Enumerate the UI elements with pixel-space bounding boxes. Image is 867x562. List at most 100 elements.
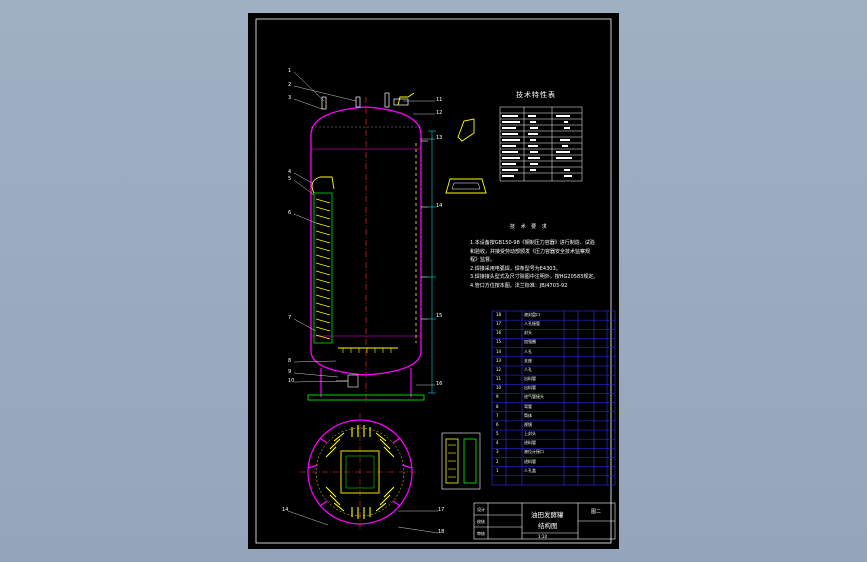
manhole-top [397,92,415,106]
detail-b [445,178,487,194]
part-name: 液封盘口 [524,312,540,317]
tb-label-3: 审核 [477,531,485,536]
part-number: 14 [496,348,502,354]
parts-row: 13 支座 [492,357,615,366]
callout-15: 15 [436,313,443,319]
detail-c [441,432,481,490]
part-number: 13 [496,357,502,363]
callout-3: 3 [288,95,292,101]
part-name: 筒体 [524,412,532,418]
part-number: 8 [496,403,499,409]
parts-row: 3 液位计接口 [492,448,615,457]
part-number: 10 [496,385,502,391]
part-name: 进气管接头 [524,394,544,400]
part-name: 加强圈 [524,339,536,345]
vessel-shell [310,106,422,376]
tb-label-2: 校核 [477,519,485,524]
part-number: 4 [496,440,499,446]
coil-bundle [313,192,333,344]
part-name: 人孔 [524,366,532,372]
part-number: 17 [496,321,502,327]
parts-row: 1 人孔盖 [492,467,615,476]
leaders [293,71,435,386]
nozzle-3 [384,92,390,108]
plan-coils [325,425,395,519]
parts-row: 8 弯管 [492,403,615,412]
parts-row: 7 筒体 [492,412,615,421]
spec-table-title: 技术特性表 [516,91,556,99]
nozzle-1 [321,96,327,110]
detail-views [441,118,487,490]
part-name: 进料管 [524,458,536,464]
part-name: 出料管 [524,385,536,391]
callout-17: 17 [438,507,445,513]
callout-10: 10 [288,378,295,384]
callout-5: 5 [288,176,292,182]
part-number: 5 [496,431,499,437]
callout-6: 6 [288,210,292,216]
callout-16: 16 [436,381,443,387]
callout-1: 1 [288,68,292,74]
note-line: 1.本设备按GB150-98《钢制压力容器》进行制造、试验 [470,240,595,246]
parts-row: 11 出料管 [492,375,615,384]
detail-a [457,118,475,142]
parts-row: 10 出料管 [492,384,615,393]
part-name: 人孔 [524,348,532,354]
note-line: 和验收，并接受劳动部颁发《压力容器安全技术监察规 [470,248,591,255]
part-name: 出料管 [524,376,536,382]
callout-12: 12 [436,110,443,116]
note-line: 程》监督。 [470,257,496,263]
nozzle-2 [355,96,361,108]
part-name: 弯管 [524,403,532,409]
note-line: 4.管口方位按本图。法兰标准：JB/4703-92 [470,282,568,289]
part-number: 18 [496,312,502,317]
parts-row: 18 液封盘口 [492,311,615,320]
part-name: 支座 [524,357,532,363]
part-name: 液位计接口 [524,449,544,455]
base-ring [307,394,425,401]
drawing-canvas [255,18,616,544]
coil-inlet [311,176,335,194]
title-line1: 油田发酵罐 [531,511,564,519]
tb-label-1: 设计 [477,507,485,512]
part-number: 7 [496,412,499,418]
callout-18: 18 [438,529,445,535]
callout-8: 8 [288,358,292,364]
parts-row: 14 人孔 [492,348,615,357]
vessel-elevation [307,92,436,405]
callout-9: 9 [288,369,292,375]
part-name: 人孔盖 [524,467,536,473]
part-name: 人孔接管 [524,321,540,327]
scale-label: 1:10 [538,534,547,539]
part-number: 11 [496,376,502,382]
notes-title: 技 术 要 求 [510,224,549,230]
parts-row: 12 人孔 [492,366,615,375]
part-number: 3 [496,449,499,455]
title-block-grid [473,502,616,540]
callout-2: 2 [288,82,292,88]
part-number: 9 [496,394,499,400]
note-line: 2.焊接采用电弧焊，焊条型号为E4303。 [470,265,561,272]
parts-row: 17 人孔接管 [492,320,615,329]
callout-11: 11 [436,97,443,103]
parts-row: 9 进气管接头 [492,393,615,402]
drawing-number: 图二 [591,509,602,515]
callout-14: 14 [282,507,289,513]
drawing-sheet: 技术特性表 技 术 要 求 1.本设备按GB150-98《钢制压力容器》进行制造… [248,13,619,549]
plan-view [287,413,439,534]
part-number: 12 [496,366,502,372]
spec-table-fill [502,115,572,177]
plan-manhole [340,450,380,494]
part-number: 1 [496,467,499,473]
callout-4: 4 [288,169,292,175]
callout-13: 13 [436,135,443,141]
title-line2: 结构图 [538,522,558,530]
part-name: 封头 [524,330,532,336]
callout-7: 7 [288,315,292,321]
sheet-border [255,18,612,544]
